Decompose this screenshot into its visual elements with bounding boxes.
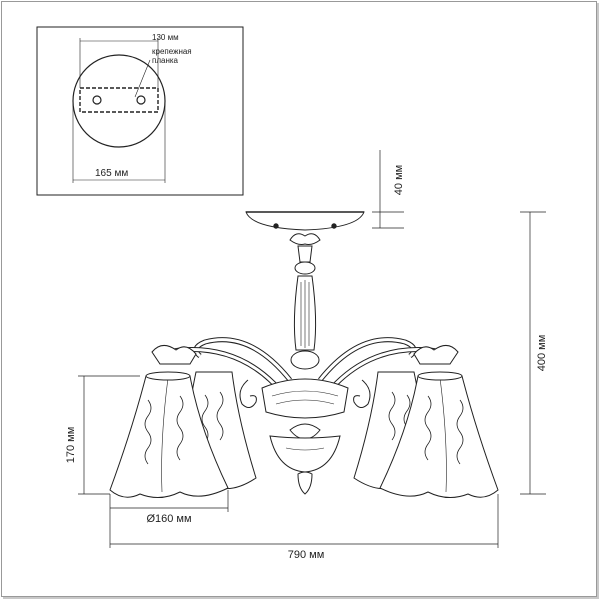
finial bbox=[297, 471, 313, 495]
stem-knot bbox=[294, 261, 316, 275]
holder-5 bbox=[413, 345, 459, 365]
stem-ball bbox=[290, 350, 320, 370]
holder-1 bbox=[151, 345, 197, 365]
stem-collar bbox=[297, 245, 313, 263]
bracket-hole-left bbox=[92, 95, 102, 105]
shade-1-rim bbox=[145, 371, 191, 381]
dimensions bbox=[78, 150, 546, 548]
ceiling-canopy bbox=[245, 211, 365, 231]
canopy-screw-left bbox=[273, 223, 279, 229]
stem-crown bbox=[289, 233, 321, 245]
shade-1 bbox=[109, 375, 229, 498]
dim-40-label: 40 мм bbox=[393, 165, 405, 195]
dim-170-label: 170 мм bbox=[65, 427, 77, 464]
bottom-bowl bbox=[269, 435, 341, 473]
shade-5-rim bbox=[417, 371, 463, 381]
bracket-hole-right bbox=[136, 95, 146, 105]
body-ornament bbox=[289, 423, 321, 439]
dim-165-label: 165 мм bbox=[95, 168, 128, 179]
bracket-leader-line bbox=[134, 59, 151, 98]
canopy-screw-right bbox=[331, 223, 337, 229]
bracket-label-line1: крепежная bbox=[152, 47, 192, 56]
dim-400-label: 400 мм bbox=[536, 335, 548, 372]
dim-790-label: 790 мм bbox=[288, 549, 325, 561]
ceiling-base-circle bbox=[72, 54, 166, 148]
arm-curl-right bbox=[353, 379, 371, 408]
dim-130-label: 130 мм bbox=[152, 33, 179, 42]
shade-5 bbox=[379, 375, 499, 498]
bracket-label-line2: планка bbox=[152, 56, 179, 65]
dim-160-label: Ø160 мм bbox=[146, 513, 191, 525]
mounting-bracket bbox=[79, 87, 159, 113]
chandelier bbox=[109, 211, 499, 498]
mount-detail-panel: 130 мм крепежная планка 165 мм bbox=[36, 26, 244, 196]
detail-box bbox=[36, 26, 244, 196]
arm-curl-left bbox=[239, 379, 257, 408]
central-body bbox=[261, 378, 349, 419]
